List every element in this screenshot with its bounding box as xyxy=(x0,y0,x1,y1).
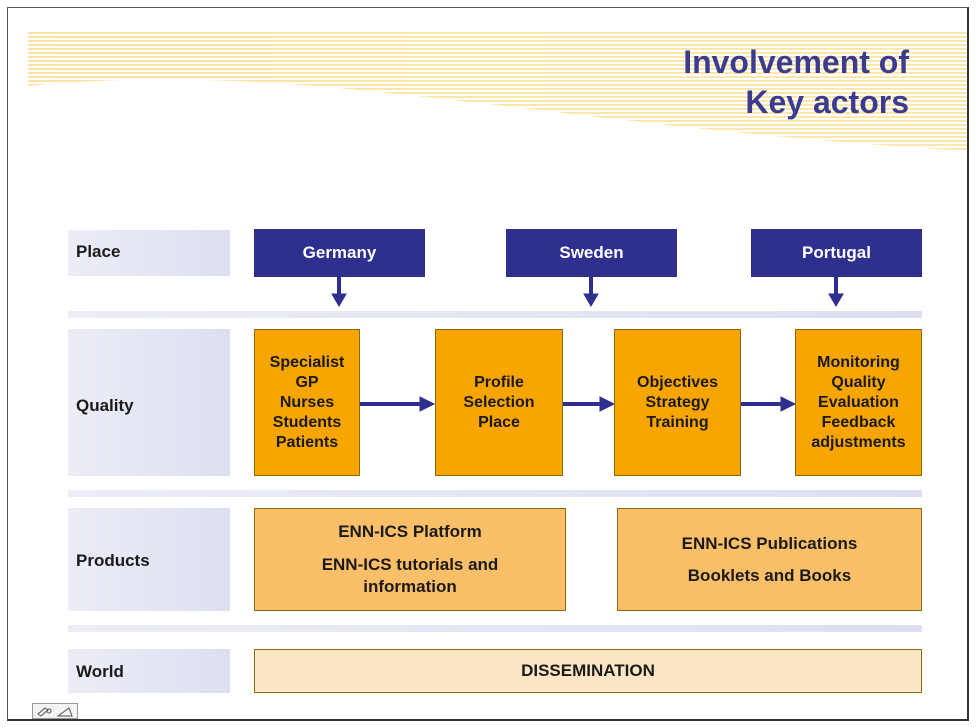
place-sweden: Sweden xyxy=(506,229,677,277)
slide-title: Involvement of Key actors xyxy=(683,42,909,122)
products-box-platform: ENN-ICS Platform ENN-ICS tutorials and i… xyxy=(254,508,566,611)
quality-text: Monitoring xyxy=(817,353,900,371)
quality-text: Objectives xyxy=(637,373,718,391)
products-row-bar xyxy=(68,508,230,611)
row-label-products: Products xyxy=(76,551,150,570)
down-arrow-icon xyxy=(583,277,599,307)
down-arrow-icon xyxy=(828,277,844,307)
right-arrow-icon xyxy=(563,396,616,412)
quality-text: adjustments xyxy=(811,433,906,451)
product-text: ENN-ICS Platform xyxy=(338,521,482,541)
quality-text: Profile xyxy=(474,373,524,391)
world-row-bar xyxy=(68,649,230,693)
pen-icon[interactable] xyxy=(35,705,55,717)
quality-text: Students xyxy=(272,413,342,431)
title-line-1: Involvement of xyxy=(683,44,909,80)
dissemination-box: DISSEMINATION xyxy=(254,649,922,693)
quality-box-profile: Profile Selection Place xyxy=(435,329,563,476)
row-label-world: World xyxy=(76,662,124,681)
separator xyxy=(68,311,922,318)
quality-text: Feedback xyxy=(821,413,896,431)
quality-text: Strategy xyxy=(645,393,710,411)
quality-box-monitoring: Monitoring Quality Evaluation Feedback a… xyxy=(795,329,922,476)
slide: Involvement of Key actors Place Quality … xyxy=(7,7,969,721)
place-portugal: Portugal xyxy=(751,229,922,277)
right-arrow-icon xyxy=(360,396,436,412)
separator xyxy=(68,625,922,632)
down-arrow-icon xyxy=(331,277,347,307)
quality-text: GP xyxy=(295,373,319,391)
title-line-2: Key actors xyxy=(745,84,909,120)
row-label-quality: Quality xyxy=(76,396,134,415)
product-text: ENN-ICS Publications xyxy=(681,533,858,553)
quality-text: Evaluation xyxy=(818,393,899,411)
quality-text: Specialist xyxy=(269,353,345,371)
quality-text: Training xyxy=(646,413,709,431)
product-text: ENN-ICS tutorials and information xyxy=(321,554,499,596)
right-arrow-icon xyxy=(741,396,797,412)
quality-text: Place xyxy=(478,413,520,431)
place-row-bar xyxy=(68,230,230,276)
quality-box-objectives: Objectives Strategy Training xyxy=(614,329,741,476)
quality-text: Patients xyxy=(275,433,339,451)
quality-row-bar xyxy=(68,329,230,476)
product-text: Booklets and Books xyxy=(687,565,852,585)
row-label-place: Place xyxy=(76,242,121,261)
slide-toolbar[interactable] xyxy=(32,703,78,719)
quality-text: Selection xyxy=(463,393,535,411)
quality-text: Quality xyxy=(831,373,886,391)
separator xyxy=(68,490,922,497)
quality-text: Nurses xyxy=(279,393,335,411)
quality-box-actors: Specialist GP Nurses Students Patients xyxy=(254,329,360,476)
triangle-icon[interactable] xyxy=(56,705,74,717)
header-stripes xyxy=(28,30,967,151)
products-box-publications: ENN-ICS Publications Booklets and Books xyxy=(617,508,922,611)
place-germany: Germany xyxy=(254,229,425,277)
